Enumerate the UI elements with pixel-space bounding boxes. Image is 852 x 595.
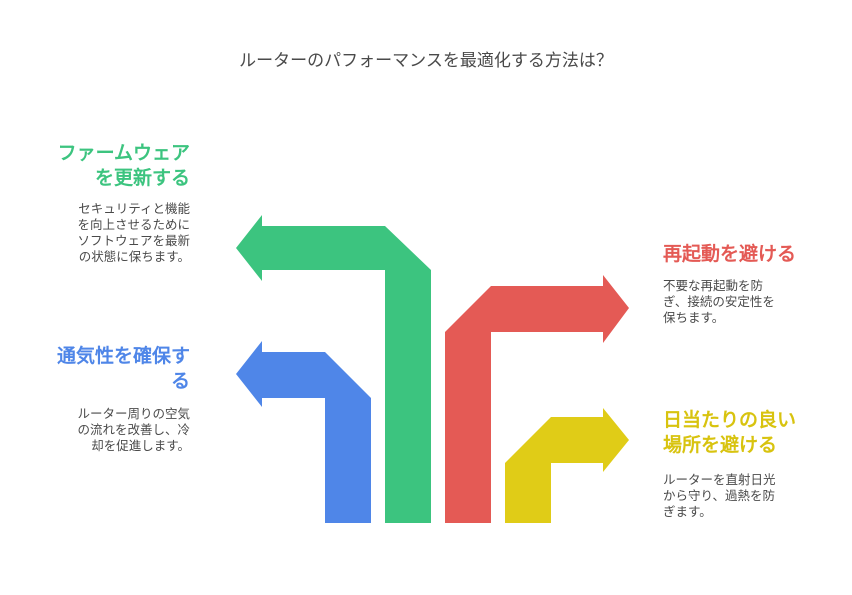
avoid-reboot-heading: 再起動を避ける — [663, 243, 797, 265]
ventilation-heading: 通気性を確保す る — [56, 345, 190, 392]
update-firmware-heading: ファームウェア を更新する — [57, 142, 190, 189]
avoid-sunlight-arrow — [505, 408, 629, 523]
update-firmware-description: セキュリティと機能 を向上させるために ソフトウェアを最新 の状態に保ちます。 — [77, 201, 190, 264]
avoid-sunlight-heading: 日当たりの良い 場所を避ける — [663, 409, 797, 456]
page-title: ルーターのパフォーマンスを最適化する方法は？ — [239, 51, 613, 71]
ventilation-description: ルーター周りの空気 の流れを改善し、冷 却を促進します。 — [77, 406, 190, 453]
ventilation-arrow — [236, 341, 371, 523]
avoid-reboot-description: 不要な再起動を防 ぎ、接続の安定性を 保ちます。 — [663, 278, 775, 325]
avoid-reboot-arrow — [445, 275, 629, 523]
update-firmware-arrow — [236, 215, 431, 523]
avoid-sunlight-description: ルーターを直射日光 から守り、過熱を防 ぎます。 — [663, 472, 776, 519]
